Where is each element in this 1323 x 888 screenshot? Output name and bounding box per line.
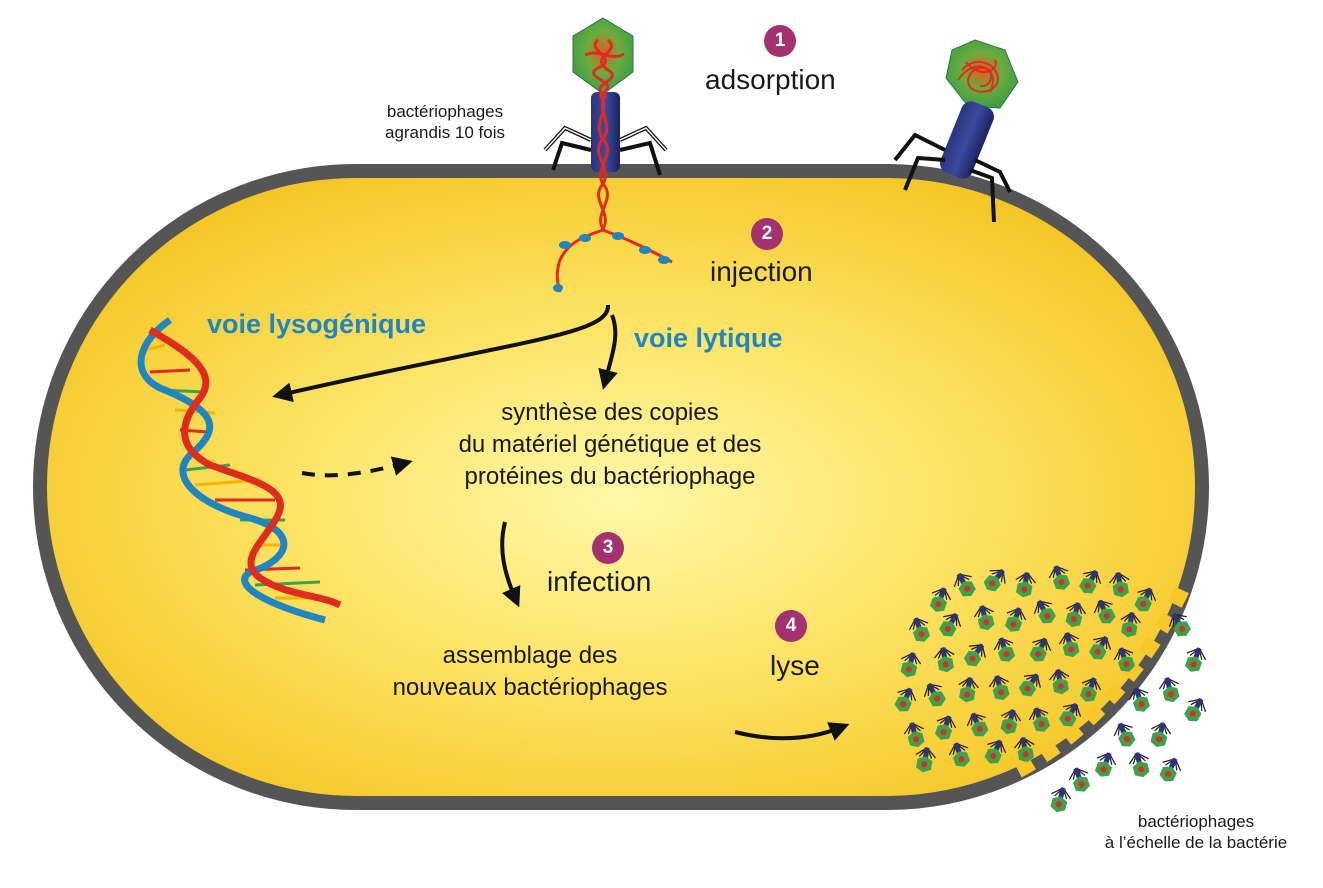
- bacteriophage-icon: [1146, 719, 1174, 751]
- bacteriophage-icon: [1090, 749, 1120, 781]
- bacterial-cell: [33, 164, 1209, 810]
- membrane-breach: [1006, 586, 1189, 782]
- lysogenic-pathway-label: voie lysogénique: [207, 309, 427, 339]
- bacteriophage-icon: [1126, 749, 1154, 781]
- step-2-label: injection: [710, 256, 813, 287]
- step-3-label: infection: [547, 566, 652, 597]
- assembly-text: assemblage des nouveaux bactériophages: [392, 642, 668, 701]
- step-1-badge: 1: [764, 25, 796, 57]
- synthesis-text: synthèse des copies du matériel génétiqu…: [458, 399, 762, 490]
- phage-scale-small-caption: bactériophages à l’échelle de la bactéri…: [1104, 812, 1288, 852]
- step-1-label: adsorption: [705, 64, 836, 95]
- bacteriophage-icon: [1155, 753, 1185, 787]
- step-4-label: lyse: [770, 650, 820, 681]
- bacteriophage-icon: [1046, 784, 1074, 816]
- arrow-icon: [272, 304, 850, 741]
- phage-scale-large-caption: bactériophages agrandis 10 fois: [384, 102, 506, 142]
- step-4-badge: 4: [775, 610, 807, 642]
- bacteriophage-icon: [1156, 674, 1184, 706]
- bacteriophage-icon: [1180, 644, 1210, 676]
- step-3-badge: 3: [592, 532, 624, 564]
- bacteriophage-icon: [1110, 718, 1140, 752]
- dna-helix-icon: [137, 317, 342, 624]
- step-2-badge: 2: [751, 218, 783, 250]
- bacteriophage-icon: [1179, 693, 1211, 727]
- bacteriophage-icon: [1065, 764, 1095, 796]
- bacteriophage-icon: [893, 39, 1019, 223]
- bacteriophage-icon: [543, 17, 673, 293]
- lytic-pathway-label: voie lytique: [634, 323, 783, 353]
